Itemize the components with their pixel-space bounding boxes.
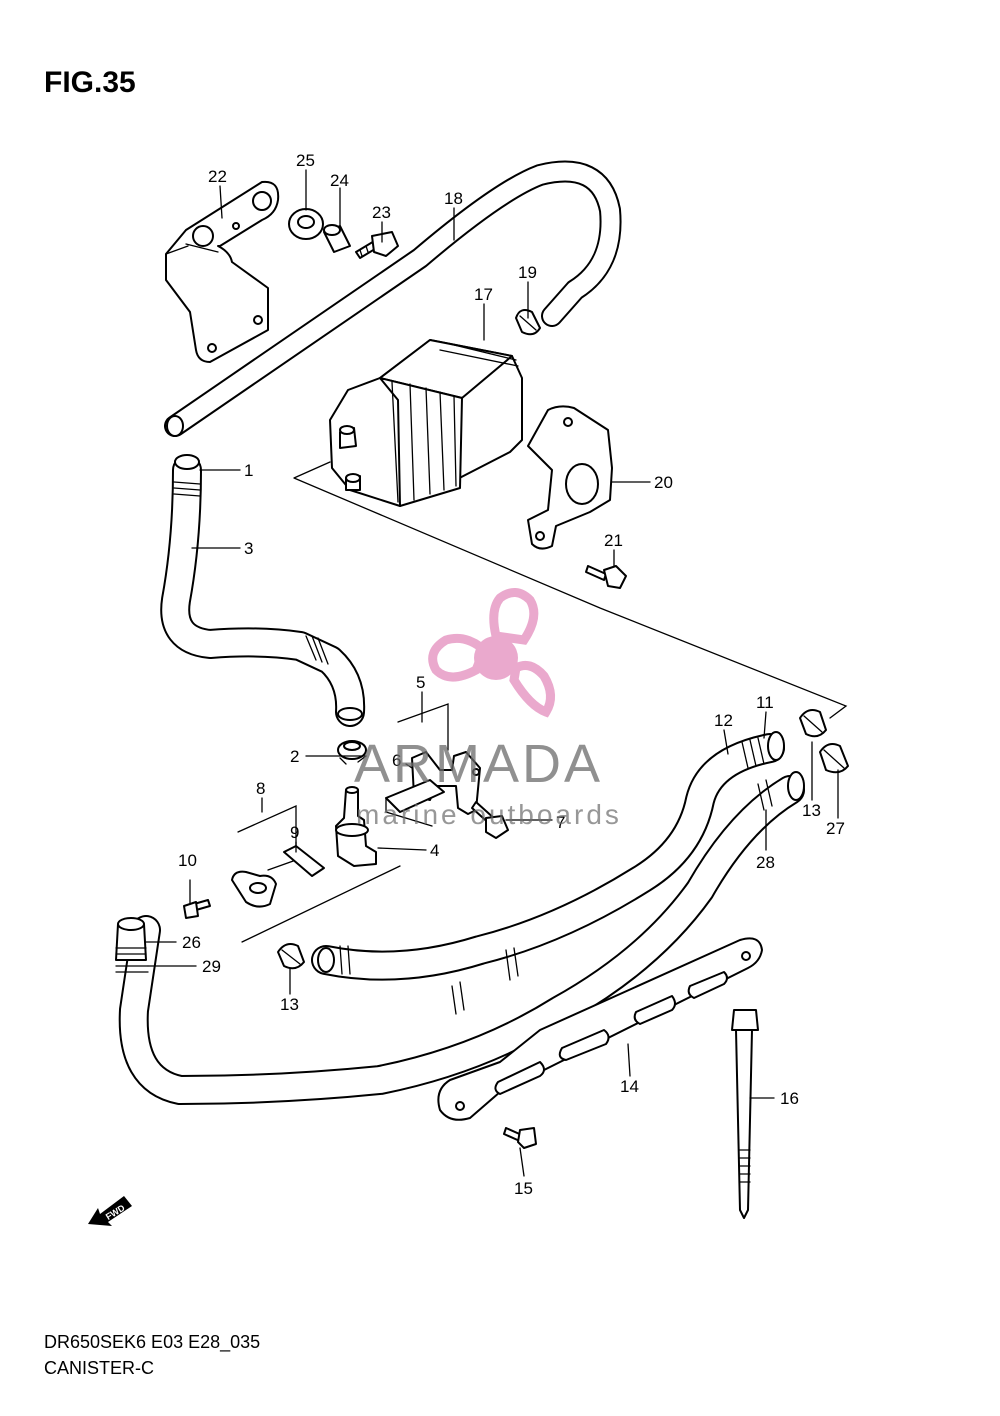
callout-20: 20	[654, 473, 673, 492]
callout-12: 12	[714, 711, 733, 730]
part-25-washer	[288, 208, 324, 240]
part-5-leader-box	[385, 703, 449, 827]
leader-canister-assembly	[293, 461, 848, 719]
callout-8: 8	[256, 779, 265, 798]
part-13-clamp-lower	[277, 943, 305, 970]
part-15-screw	[503, 1127, 537, 1149]
callout-14: 14	[620, 1077, 639, 1096]
part-12-hose	[311, 731, 785, 981]
callout-23: 23	[372, 203, 391, 222]
part-14-bracket	[437, 937, 763, 1121]
part-28-hose	[118, 771, 805, 1105]
callout-1: 1	[244, 461, 253, 480]
part-17-canister	[329, 339, 523, 507]
part-22-bracket	[165, 180, 280, 363]
fwd-arrow-icon: FWD	[88, 1196, 132, 1226]
callout-3: 3	[244, 539, 253, 558]
callout-29: 29	[202, 957, 221, 976]
watermark-tagline: marine outboards	[356, 799, 622, 830]
part-5-pad	[385, 779, 445, 813]
part-3-hose	[160, 454, 366, 727]
callout-21: 21	[604, 531, 623, 550]
part-7-screw	[471, 801, 509, 839]
part-9-pad	[283, 845, 325, 877]
callout-4: 4	[430, 841, 439, 860]
part-19-clamp	[515, 309, 541, 336]
part-8-clamp	[231, 804, 297, 908]
watermark: ARMADA marine outboards	[354, 588, 622, 830]
part-18-hose	[164, 160, 622, 437]
part-23-bolt	[355, 231, 399, 259]
callout-27: 27	[826, 819, 845, 838]
leader-lower-assembly	[241, 865, 401, 943]
callout-26: 26	[182, 933, 201, 952]
part-2-clamp	[337, 740, 367, 765]
callout-9: 9	[290, 823, 299, 842]
part-24-collar	[323, 224, 351, 253]
section-name: CANISTER-C	[44, 1358, 154, 1378]
propeller-logo-icon	[428, 588, 555, 718]
callout-18: 18	[444, 189, 463, 208]
part-4-valve	[335, 786, 377, 867]
callout-16: 16	[780, 1089, 799, 1108]
part-27-clamp	[819, 743, 849, 774]
figure-title: FIG.35	[44, 66, 136, 99]
callout-7: 7	[556, 813, 565, 832]
watermark-brand: ARMADA	[354, 734, 603, 794]
part-13-clamp-upper	[799, 709, 827, 738]
part-21-bolt	[585, 565, 627, 589]
callout-17: 17	[474, 285, 493, 304]
part-20-bracket	[527, 405, 613, 550]
callout-25: 25	[296, 151, 315, 170]
callout-5: 5	[416, 673, 425, 692]
callout-15: 15	[514, 1179, 533, 1198]
callout-leaders	[145, 169, 839, 1177]
callout-19: 19	[518, 263, 537, 282]
callout-10: 10	[178, 851, 197, 870]
callout-28: 28	[756, 853, 775, 872]
callout-11: 11	[756, 693, 774, 712]
callout-labels: 1 2 3 4 5 6 7 8 9 10 11 12 13 13 14 15 1…	[178, 151, 845, 1198]
callout-24: 24	[330, 171, 349, 190]
callout-13-upper: 13	[802, 801, 821, 820]
callout-6: 6	[392, 751, 401, 770]
part-26-hose-end	[115, 917, 335, 973]
callout-13-lower: 13	[280, 995, 299, 1014]
model-code: DR650SEK6 E03 E28_035	[44, 1332, 260, 1353]
callout-2: 2	[290, 747, 299, 766]
part-16-cable-tie	[731, 1009, 759, 1219]
callout-22: 22	[208, 167, 227, 186]
part-10-screw	[183, 899, 211, 919]
